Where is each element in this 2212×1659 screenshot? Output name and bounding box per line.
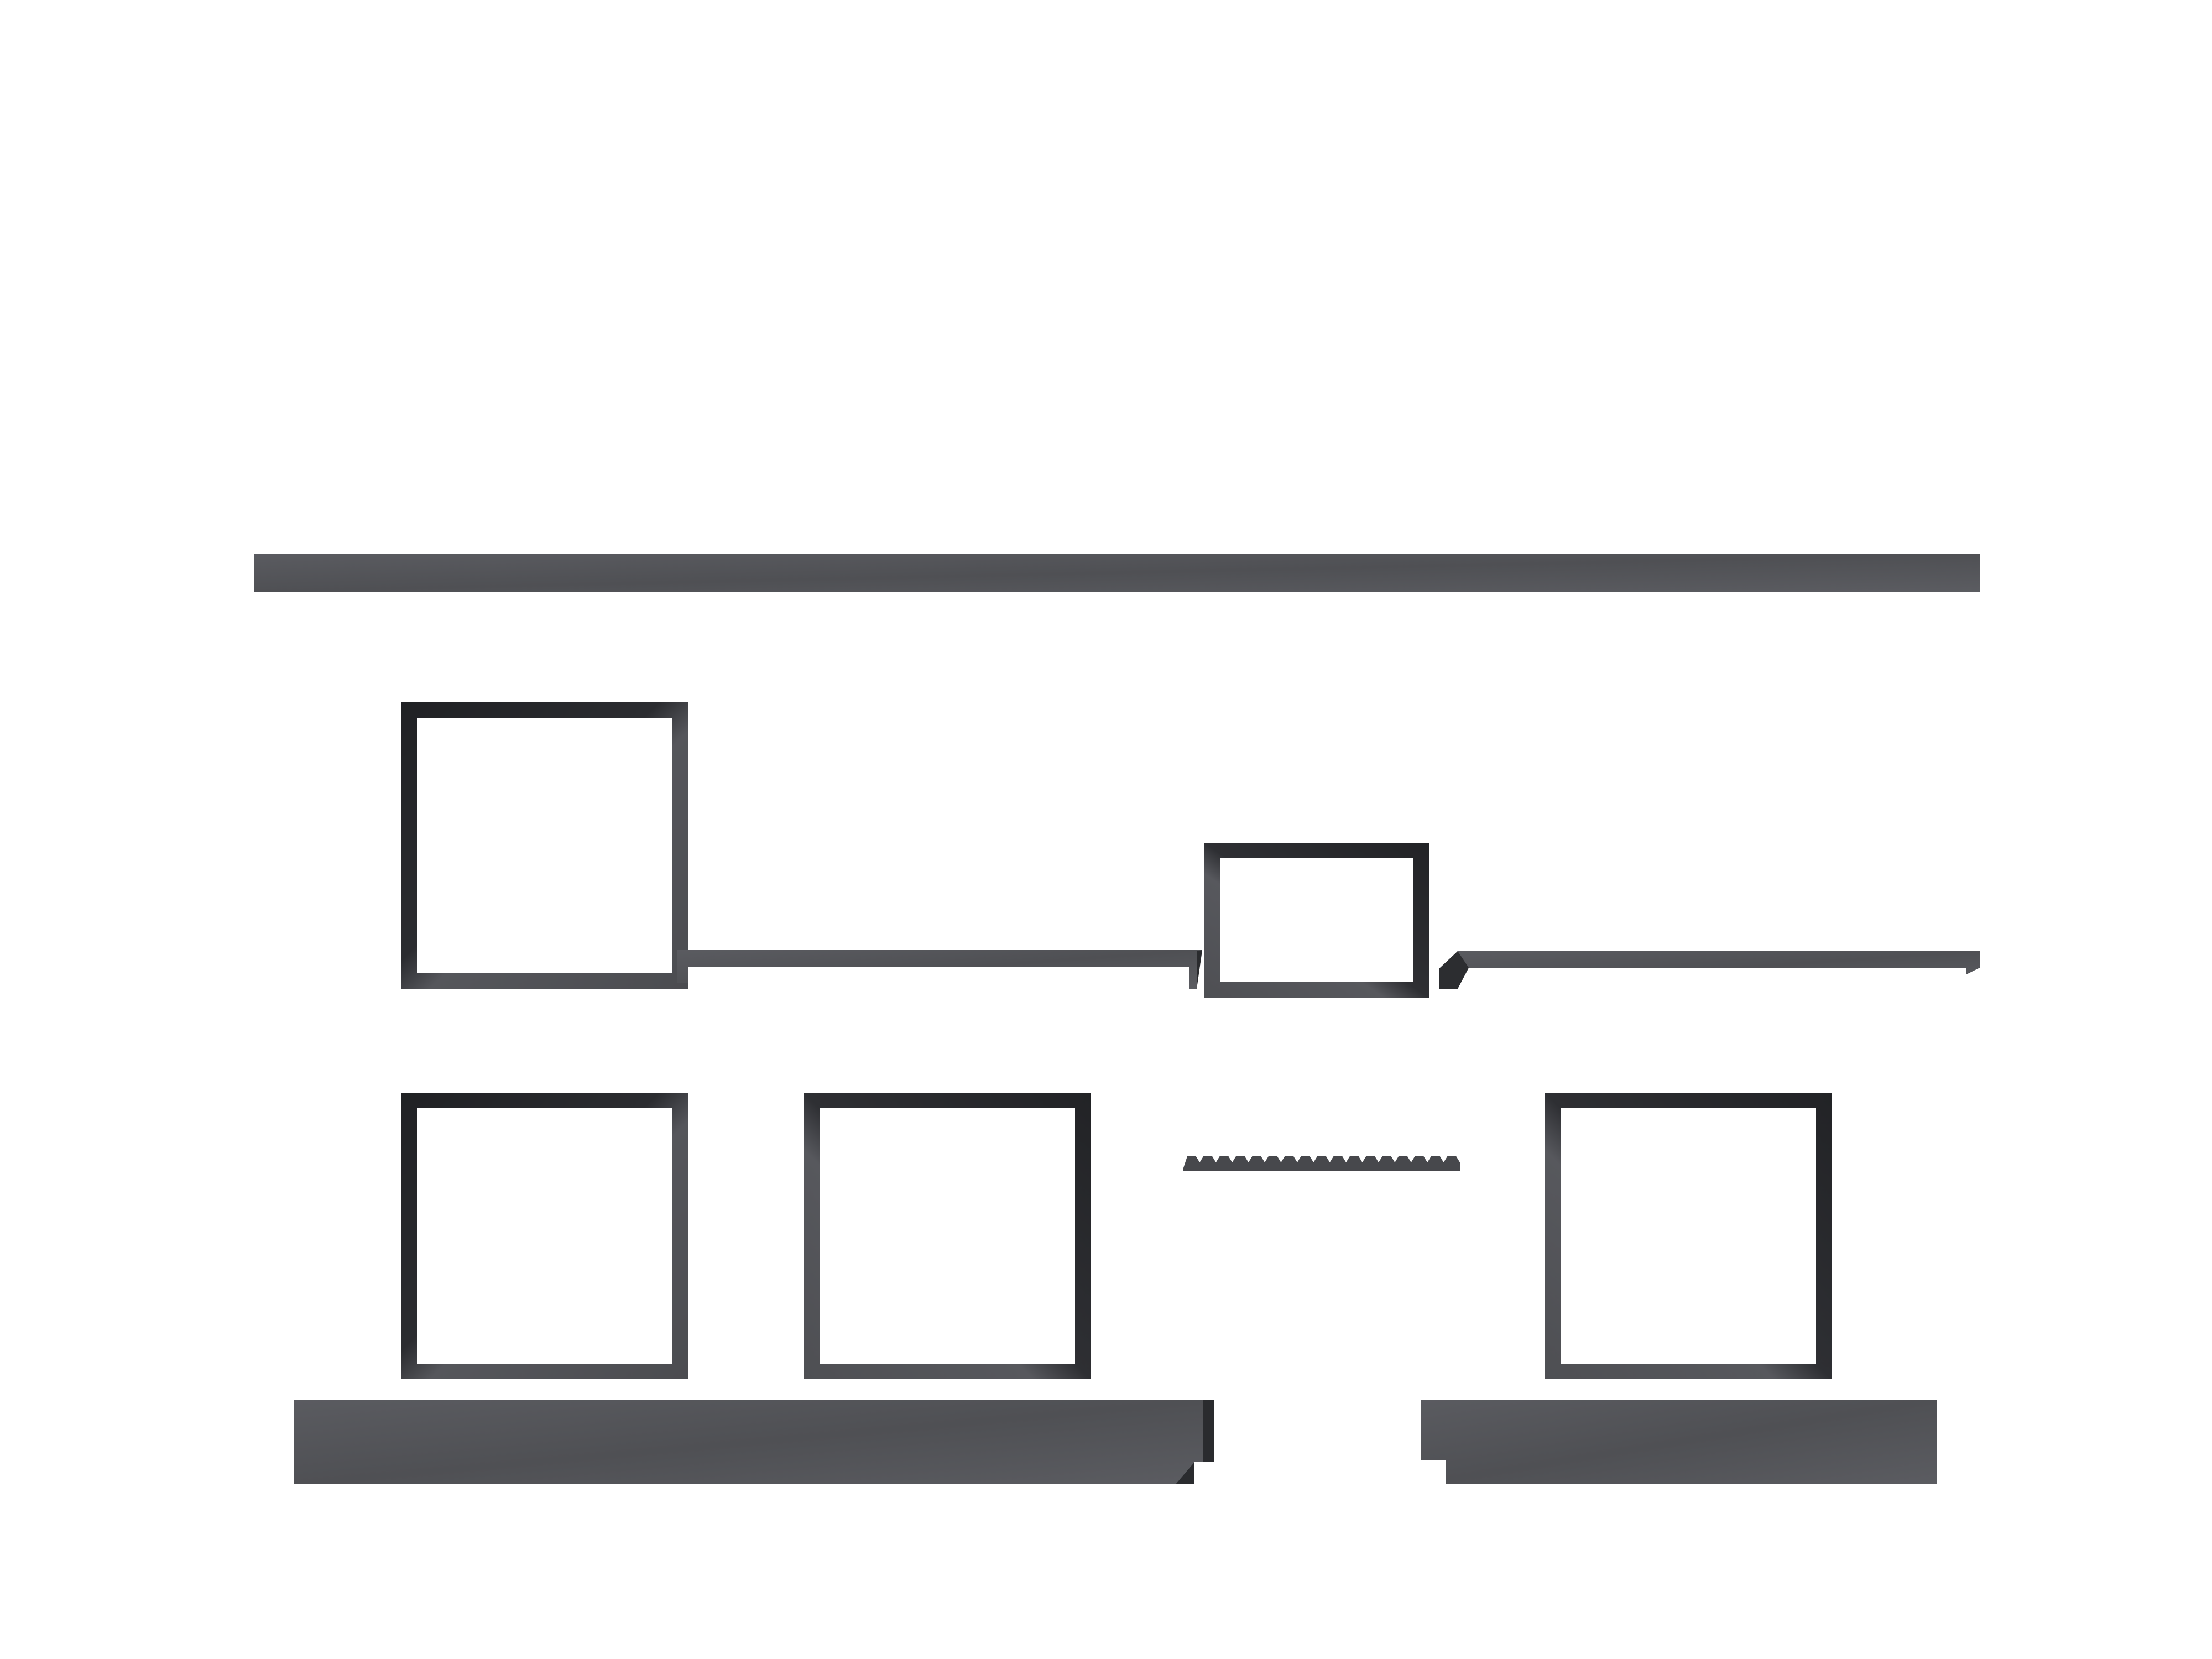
upper-wide-frame [1204, 843, 1429, 998]
upper-square-frame [401, 702, 688, 989]
bottom-block-right [1421, 1400, 1937, 1484]
lower-serrated-strip [1183, 1156, 1460, 1171]
upper-rail-right [1439, 951, 1980, 989]
upper-rail-left [677, 950, 1202, 989]
top-bar [254, 554, 1980, 592]
lower-square-frame-2 [804, 1093, 1091, 1379]
lower-square-frame-3 [1545, 1093, 1832, 1379]
bottom-block-left [294, 1400, 1214, 1484]
lower-square-frame-1 [401, 1093, 688, 1379]
